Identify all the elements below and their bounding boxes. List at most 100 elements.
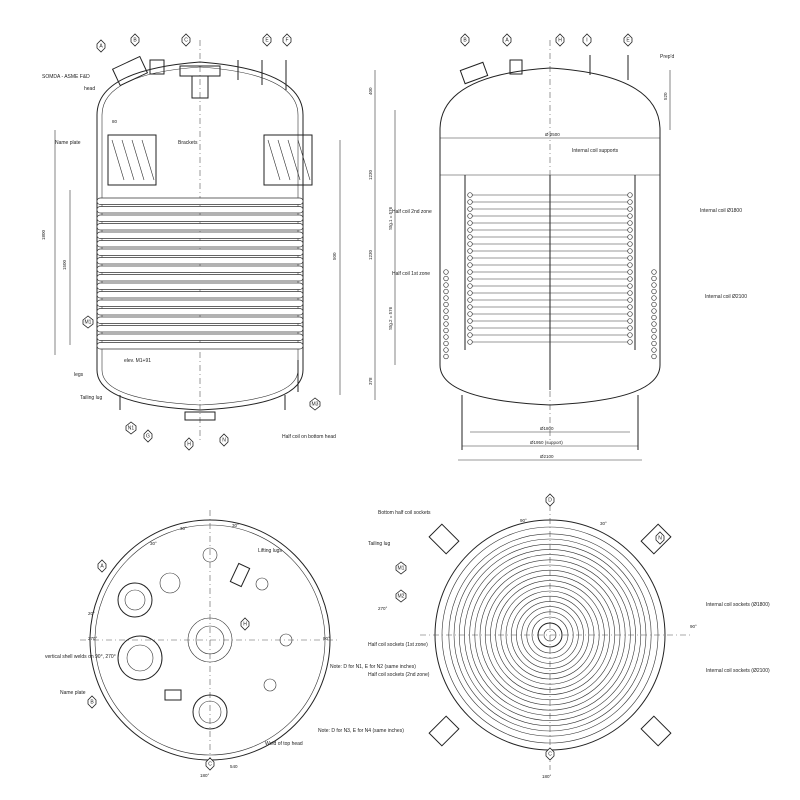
coil-section-right bbox=[627, 248, 633, 254]
sect-dim-h2: 1230 bbox=[368, 169, 373, 180]
hex-tag-h2: H bbox=[555, 33, 565, 47]
coil-section-right bbox=[627, 290, 633, 296]
svg-text:M2: M2 bbox=[398, 593, 405, 599]
half-coil-turn bbox=[96, 197, 304, 205]
svg-text:E: E bbox=[626, 37, 630, 43]
svg-text:H: H bbox=[243, 621, 247, 627]
hex-tag-m1-b: M1 bbox=[395, 561, 407, 575]
bot-intcoil-a-label: Internal coil sockets (Ø1800) bbox=[706, 602, 770, 608]
halfcoil-section-right bbox=[651, 295, 657, 301]
coil-section-left bbox=[467, 234, 473, 240]
hex-tag-n2: N1 bbox=[125, 421, 137, 435]
sect-dim-outer: Ø2100 bbox=[540, 454, 554, 459]
coil-section-left bbox=[467, 213, 473, 219]
coil-section-right bbox=[627, 227, 633, 233]
half-coil-turn bbox=[96, 282, 304, 290]
half-coil-turn bbox=[96, 214, 304, 222]
halfcoil-section-right bbox=[651, 301, 657, 308]
coil-section-right bbox=[627, 339, 633, 345]
elev-head-label: head bbox=[84, 86, 95, 92]
bot-tailinglug-label: Tailing lug bbox=[368, 541, 390, 547]
coil-section-left bbox=[467, 304, 473, 310]
svg-text:B: B bbox=[90, 699, 94, 705]
hex-tag-m3: M3 bbox=[309, 397, 321, 411]
coil-section-left bbox=[467, 325, 473, 331]
bottom-view: Bottom half coil sockets Tailing lug Hal… bbox=[368, 493, 770, 779]
half-coil-turn bbox=[96, 291, 304, 299]
elev-nameplate-label: Name plate bbox=[55, 140, 81, 146]
svg-text:N1: N1 bbox=[128, 425, 135, 431]
bot-angle-1: 30° bbox=[600, 521, 607, 526]
coil-section-left bbox=[467, 192, 473, 198]
sect-intcoil-a-label: Internal coil Ø1800 bbox=[700, 208, 742, 214]
top-angle-2: 30° bbox=[150, 541, 157, 546]
top-angle-9: 90° bbox=[323, 636, 330, 641]
sect-halfcoil2-label: Half coil 2nd zone bbox=[392, 209, 432, 215]
hex-tag-g: G bbox=[143, 429, 153, 443]
bot-angle-0: 90° bbox=[520, 518, 527, 523]
top-angle-7: 20° bbox=[88, 611, 95, 616]
coil-section-right bbox=[627, 318, 633, 324]
sect-dim-side1: Stg.1 = 576 bbox=[388, 206, 393, 230]
hex-tag-m1: M1 bbox=[82, 315, 94, 329]
coil-section-right bbox=[627, 269, 633, 275]
bot-halfcoil-label: Bottom half coil sockets bbox=[378, 510, 431, 516]
coil-section-right bbox=[627, 262, 633, 268]
svg-text:B: B bbox=[463, 37, 467, 43]
sect-prepd-label: Prep'd bbox=[660, 54, 675, 60]
svg-text:F: F bbox=[285, 37, 288, 43]
coil-section-right bbox=[627, 220, 633, 226]
top-nameplate-label: Name plate bbox=[60, 690, 86, 696]
hex-tag-a2: A bbox=[502, 33, 512, 47]
halfcoil-section-left bbox=[443, 347, 449, 353]
coil-section-right bbox=[627, 241, 633, 247]
svg-text:H: H bbox=[558, 37, 562, 43]
leg-sw bbox=[428, 715, 460, 747]
elev-dim-d3: 500 bbox=[332, 252, 337, 260]
coil-section-right bbox=[627, 304, 633, 310]
svg-text:C: C bbox=[208, 761, 212, 767]
bot-angle-4: 90° bbox=[690, 624, 697, 629]
svg-text:H: H bbox=[187, 441, 191, 447]
sect-dim-h5: 520 bbox=[663, 92, 668, 100]
halfcoil-section-left bbox=[443, 295, 449, 301]
top-angle-0: 30° bbox=[180, 526, 187, 531]
leg-nw bbox=[428, 523, 460, 555]
coil-section-left bbox=[467, 227, 473, 233]
internal-coil-band bbox=[443, 192, 657, 360]
elev-leg-label: legs bbox=[74, 372, 84, 378]
halfcoil-section-left bbox=[443, 314, 449, 321]
half-coil-turn bbox=[96, 257, 304, 265]
half-coil-turn bbox=[96, 299, 304, 307]
elev-tailinglug-label: Tailing lug bbox=[80, 395, 102, 401]
coil-section-left bbox=[467, 290, 473, 296]
coil-section-right bbox=[627, 325, 633, 331]
elev-elev-label: elev. M1+91 bbox=[124, 358, 151, 364]
hex-tag-n: N bbox=[219, 433, 229, 447]
sect-dim-h1: 400 bbox=[368, 87, 373, 95]
top-weld-label: Weld of top head bbox=[265, 741, 303, 747]
halfcoil-section-right bbox=[651, 282, 657, 288]
hex-tag-c3: C bbox=[205, 757, 215, 771]
coil-section-left bbox=[467, 269, 473, 275]
hex-tag-a3: A bbox=[97, 559, 107, 573]
hex-tag-n4: N bbox=[655, 531, 665, 545]
coil-section-left bbox=[467, 332, 473, 338]
coil-section-left bbox=[467, 262, 473, 268]
halfcoil-section-right bbox=[651, 347, 657, 353]
coil-section-left bbox=[467, 276, 473, 282]
top-lifting-label: Lifting lugs bbox=[258, 548, 282, 554]
sect-dim-side2: Stg.2 = 576 bbox=[388, 306, 393, 330]
coil-section-right bbox=[627, 332, 633, 338]
svg-text:B: B bbox=[133, 37, 137, 43]
svg-text:A: A bbox=[100, 563, 104, 569]
halfcoil-section-right bbox=[651, 314, 657, 321]
halfcoil-section-left bbox=[443, 334, 449, 340]
half-coil-turn bbox=[96, 308, 304, 316]
hex-tag-e: E bbox=[262, 33, 272, 47]
halfcoil-section-left bbox=[443, 282, 449, 288]
sect-dim-h4: 378 bbox=[368, 377, 373, 385]
half-coil-turn bbox=[96, 274, 304, 282]
elev-code-label: SOMDA - ASME F&D bbox=[42, 74, 90, 80]
hex-tag-c: C bbox=[181, 33, 191, 47]
